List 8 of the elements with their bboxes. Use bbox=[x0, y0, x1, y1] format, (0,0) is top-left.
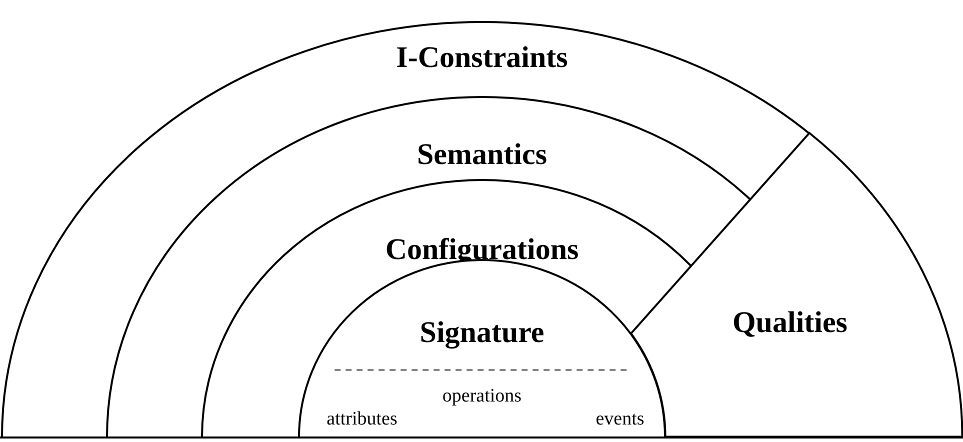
item-label: operations bbox=[442, 386, 522, 406]
item-label: events bbox=[596, 410, 644, 428]
sector-title: Qualities bbox=[732, 308, 848, 338]
core-title: Signature bbox=[420, 318, 544, 348]
ring-title: I-Constraints bbox=[396, 43, 568, 73]
ring-title: Configurations bbox=[385, 235, 579, 265]
item-label: attributes bbox=[326, 410, 398, 428]
ring-title: Semantics bbox=[417, 140, 547, 170]
